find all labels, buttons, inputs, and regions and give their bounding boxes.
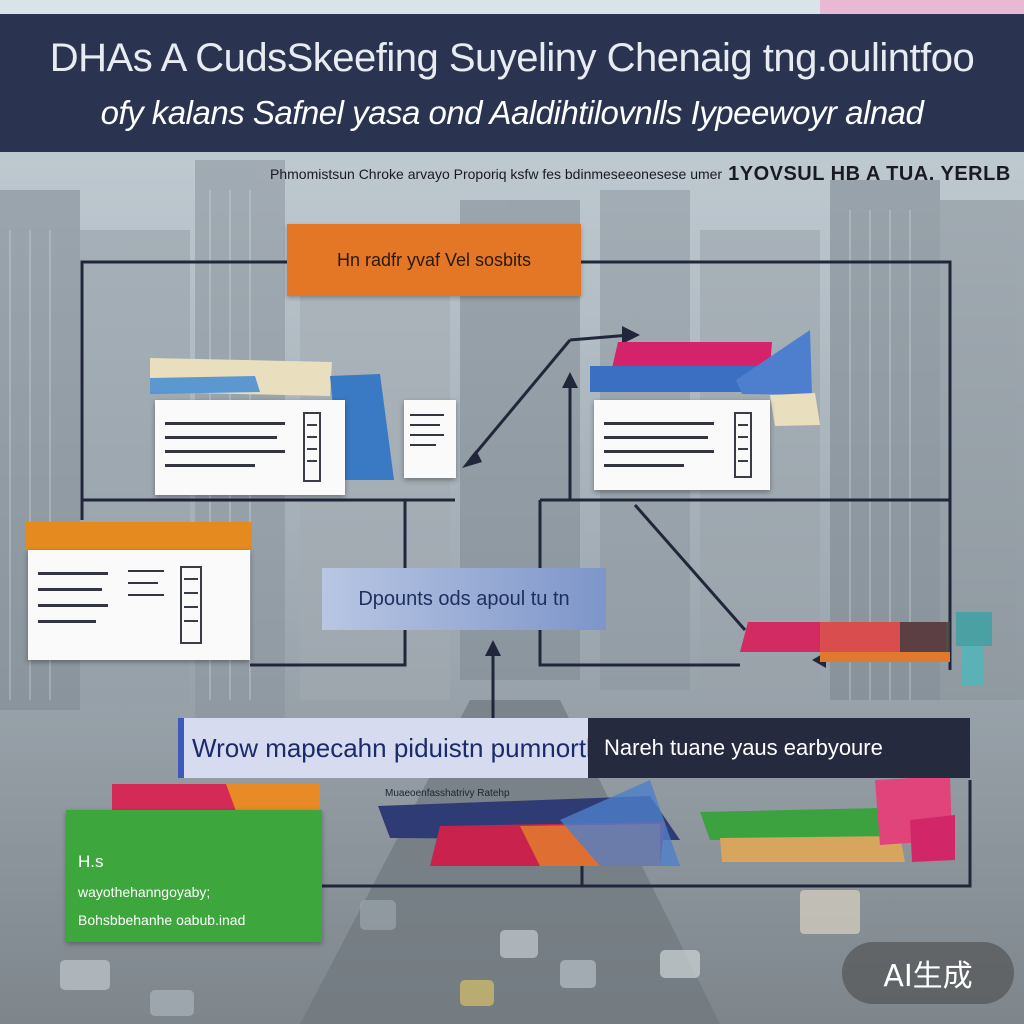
title-line-1: DHAs A CudsSkeefing Suyeliny Chenaig tng… [49, 36, 975, 80]
doc-card-top-left [155, 400, 345, 495]
doc-card-mid-left [28, 550, 250, 660]
header-banner: DHAs A CudsSkeefing Suyeliny Chenaig tng… [0, 14, 1024, 152]
subtitle-left: Phmomistsun Chroke arvayo Proporiq ksfw … [270, 166, 723, 182]
subtitle-right: 1YOVSUL HB A TUA. YERLBE [728, 162, 1010, 185]
title-line-2: ofy kalans Safnel yasa ond Aaldihtilovnl… [100, 94, 924, 131]
small-caption: Muaeoenfasshatrivy Ratehp [385, 787, 510, 799]
green-line-1: H.s [78, 852, 104, 871]
doc-card-top-right [594, 400, 770, 490]
green-note-box: H.s wayothehanngoyaby; Bohsbbehanhe oabu… [66, 810, 322, 942]
green-line-3: Bohsbbehanhe oabub.inad [78, 912, 246, 928]
doc-card-top-left-small [404, 400, 456, 478]
subtitle-row: Phmomistsun Chroke arvayo Proporiq ksfw … [270, 160, 1010, 188]
orange-label-box: Hn radfr yvaf Vel sosbits [287, 224, 581, 296]
green-line-2: wayothehanngoyaby; [78, 884, 211, 900]
center-label-box: Dpounts ods apoul tu tn [322, 568, 606, 630]
bottom-banner-right: Nareh tuane yaus earbyoure [588, 718, 970, 778]
bottom-banner-left: Wrow mapecahn piduistn pumnortl [178, 718, 588, 778]
ai-generated-watermark: AI生成 [842, 942, 1014, 1004]
